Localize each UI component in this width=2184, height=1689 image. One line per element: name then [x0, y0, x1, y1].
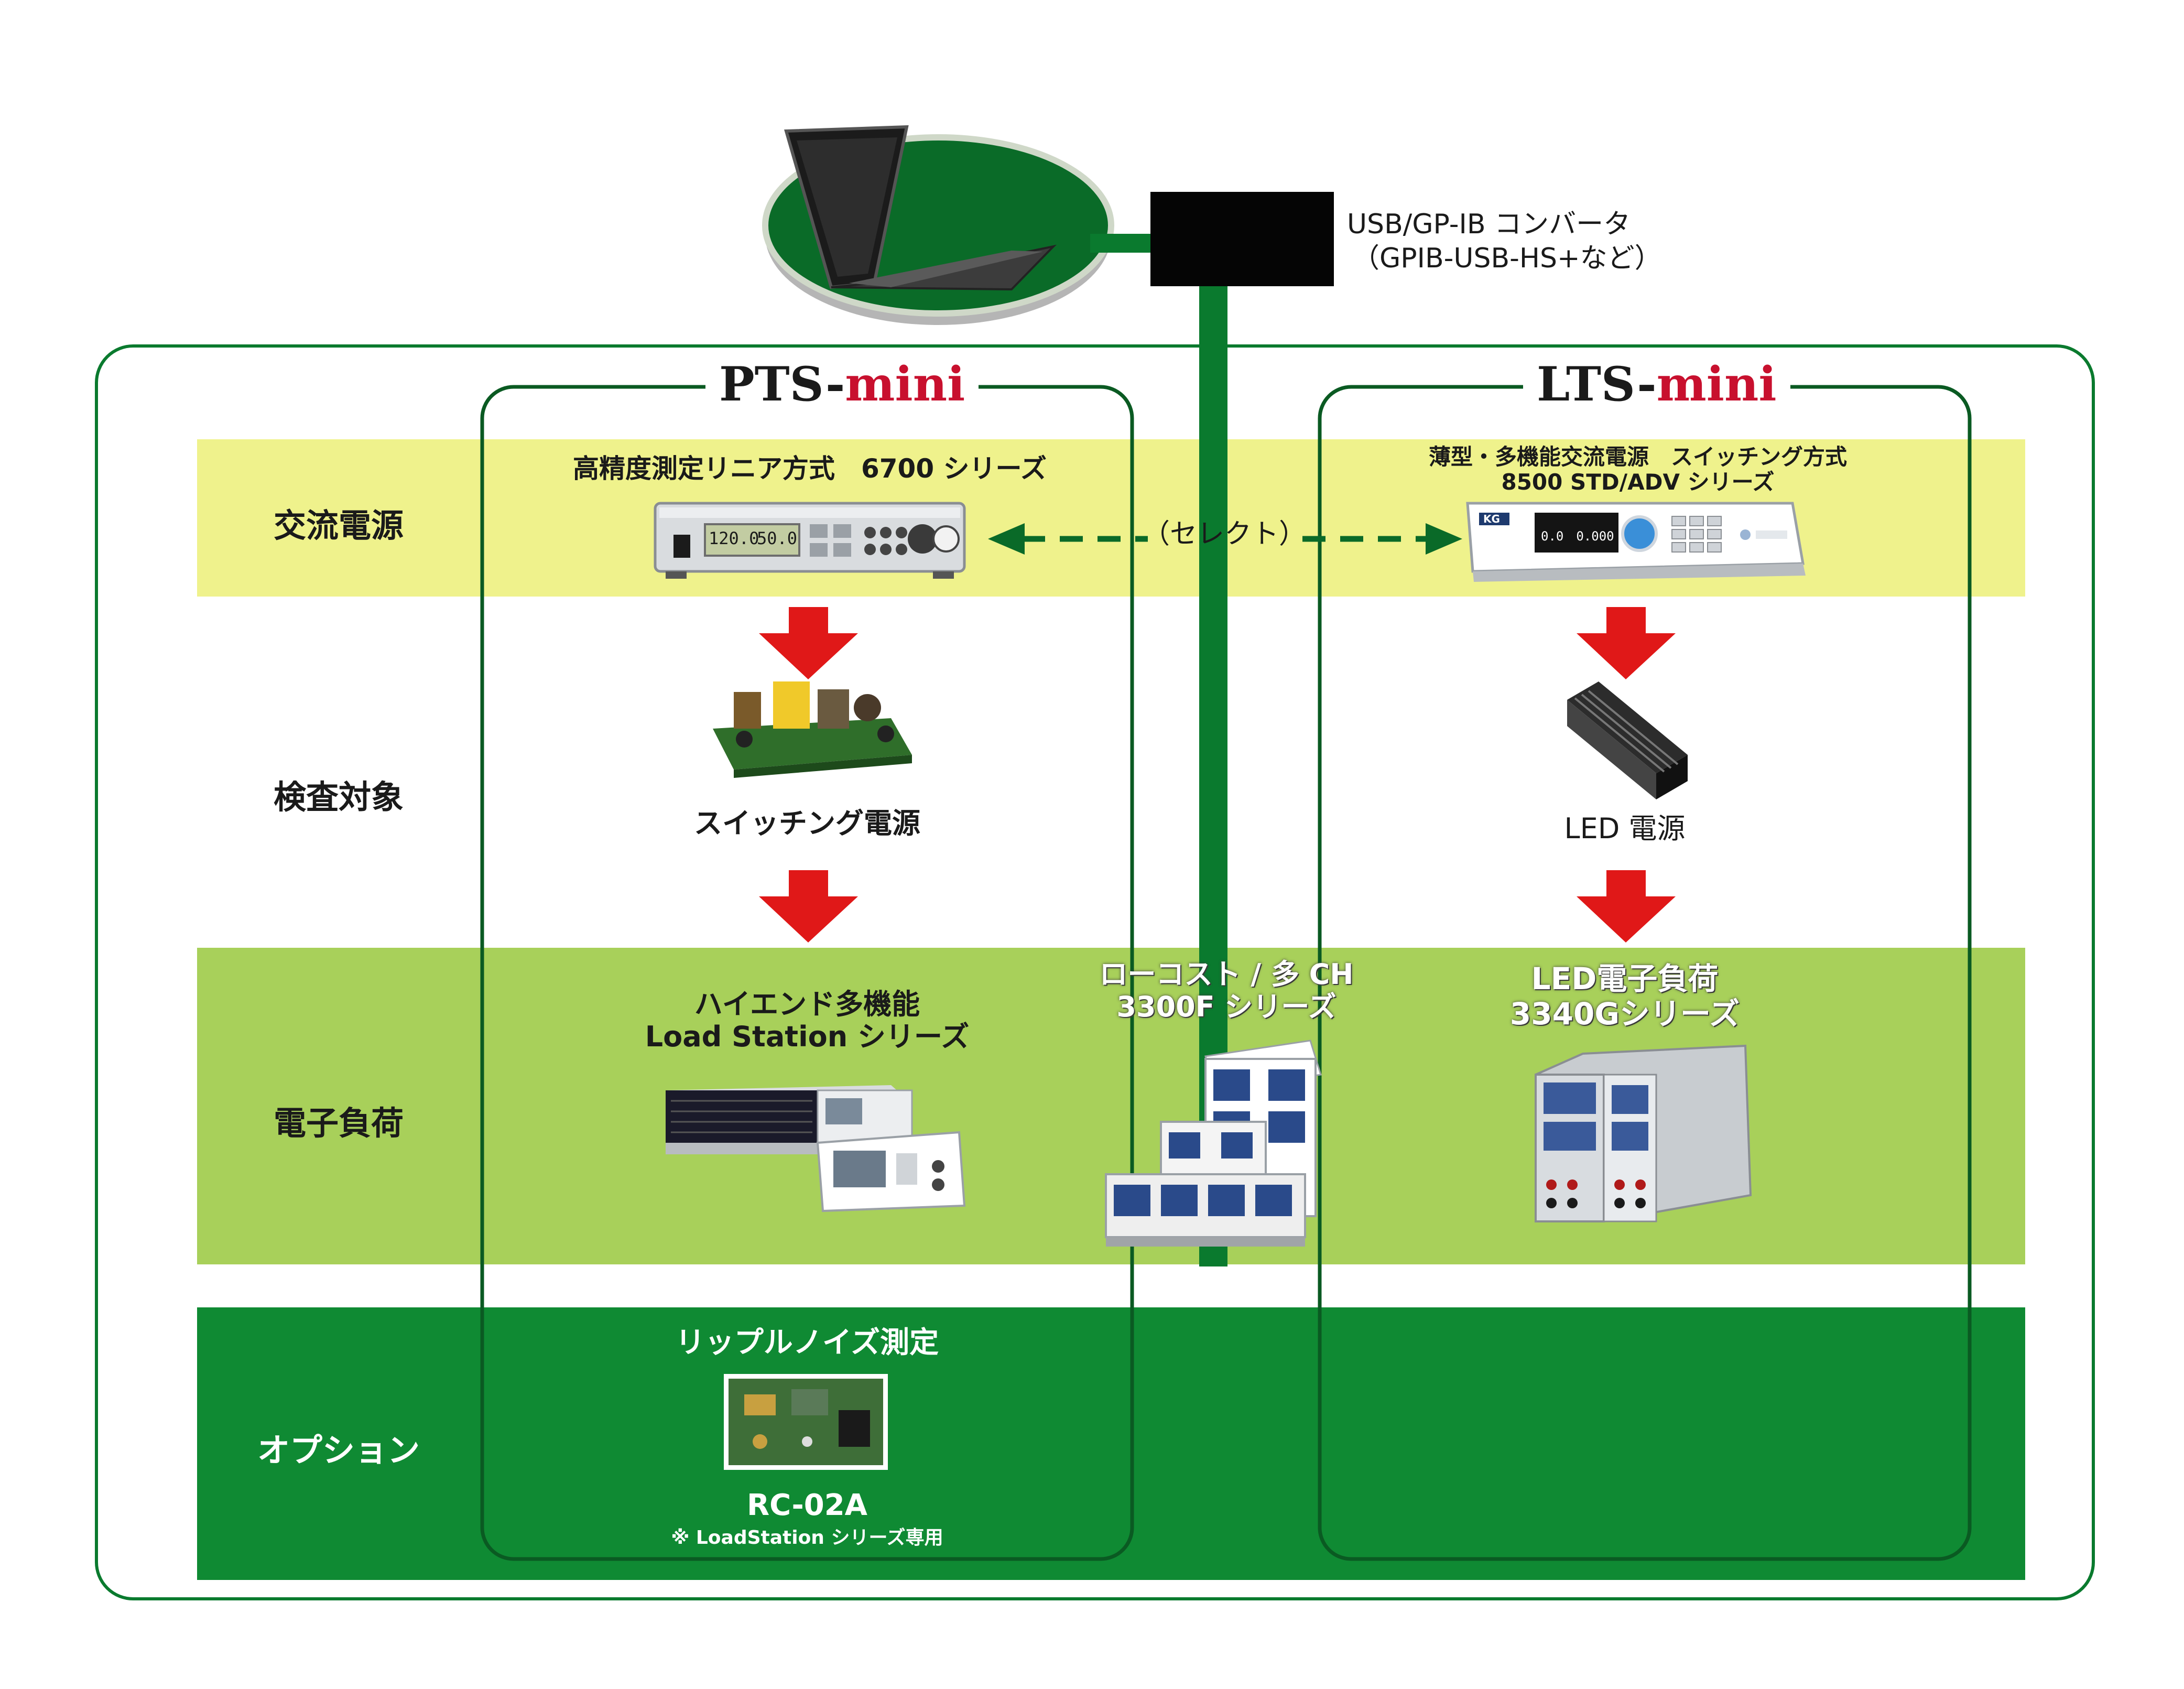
pts-load-line1: ハイエンド多機能 — [694, 988, 920, 1021]
lts-brand: KG — [1483, 513, 1500, 525]
switching-psu-image — [713, 681, 912, 778]
pts-title-suffix: mini — [845, 356, 965, 412]
lts-ac-title1: 薄型・多機能交流電源 スイッチング方式 — [1428, 444, 1847, 470]
pts-arrow-2 — [759, 870, 858, 943]
row-label-ac-power: 交流電源 — [273, 506, 404, 545]
flow-arrows — [759, 607, 1676, 943]
shared-load-line2: 3300F シリーズ — [1116, 990, 1337, 1024]
lts-display: 0.0 0.000 — [1541, 529, 1614, 544]
pts-ac-title: 高精度測定リニア方式 6700 シリーズ — [572, 453, 1047, 484]
system-frame — [95, 344, 2095, 1600]
multi-ch-load-image — [1105, 1040, 1322, 1247]
lts-arrow-1 — [1577, 607, 1676, 679]
pts-display-frequency: 50.0 — [757, 528, 798, 548]
load-station-image — [666, 1085, 966, 1212]
select-label: （セレクト） — [1143, 518, 1307, 550]
converter-line2: （GPIB-USB-HS+など） — [1352, 243, 1662, 274]
pts-ac-source-image — [654, 502, 966, 579]
pts-option-title: リップルノイズ測定 — [675, 1326, 939, 1360]
rc02a-board-image — [724, 1374, 888, 1470]
pts-mini-title: PTS-mini — [705, 356, 979, 412]
shared-load-line1: ローコスト / 多 CH — [1099, 958, 1354, 991]
lts-ac-title2: 8500 STD/ADV シリーズ — [1501, 469, 1775, 495]
row-label-dut: 検査対象 — [273, 778, 404, 816]
shared-load-caption: ローコスト / 多 CH 3300F シリーズ — [1069, 958, 1384, 1023]
pts-dut-label: スイッチング電源 — [694, 807, 920, 840]
converter-line1: USB/GP-IB コンバータ — [1347, 209, 1631, 240]
pts-option-model: RC-02A — [746, 1488, 867, 1522]
lts-title-suffix: mini — [1656, 356, 1777, 412]
usb-cable — [1090, 234, 1153, 253]
converter-box — [1150, 192, 1334, 286]
pts-display-voltage: 120.0 — [709, 528, 759, 548]
pts-load-line2: Load Station シリーズ — [645, 1020, 970, 1054]
lts-arrow-2 — [1577, 870, 1676, 943]
lts-ac-title: 薄型・多機能交流電源 スイッチング方式 8500 STD/ADV シリーズ — [1342, 444, 1934, 495]
lts-ac-source-image — [1466, 502, 1806, 582]
led-psu-image — [1567, 681, 1688, 799]
lts-title-name: LTS- — [1537, 356, 1657, 412]
pts-title-name: PTS- — [719, 356, 845, 412]
lts-load-line1: LED電子負荷 — [1531, 961, 1719, 997]
row-label-option: オプション — [257, 1431, 420, 1469]
pts-arrow-1 — [759, 607, 858, 679]
lts-load-line2: 3340Gシリーズ — [1509, 995, 1740, 1032]
select-arrow — [988, 523, 1462, 555]
row-label-e-load: 電子負荷 — [273, 1104, 404, 1142]
pts-option-note: ※ LoadStation シリーズ専用 — [671, 1527, 943, 1549]
lts-load-caption: LED電子負荷 3340Gシリーズ — [1436, 961, 1813, 1031]
band-option — [197, 1307, 2025, 1580]
led-load-image — [1535, 1044, 1752, 1222]
lts-dut-label: LED 電源 — [1564, 812, 1686, 845]
pts-load-caption: ハイエンド多機能 Load Station シリーズ — [608, 988, 1006, 1053]
laptop-icon — [784, 125, 1057, 291]
lts-mini-title: LTS-mini — [1523, 356, 1790, 412]
converter-caption: USB/GP-IB コンバータ （GPIB-USB-HS+など） — [1347, 208, 1662, 276]
